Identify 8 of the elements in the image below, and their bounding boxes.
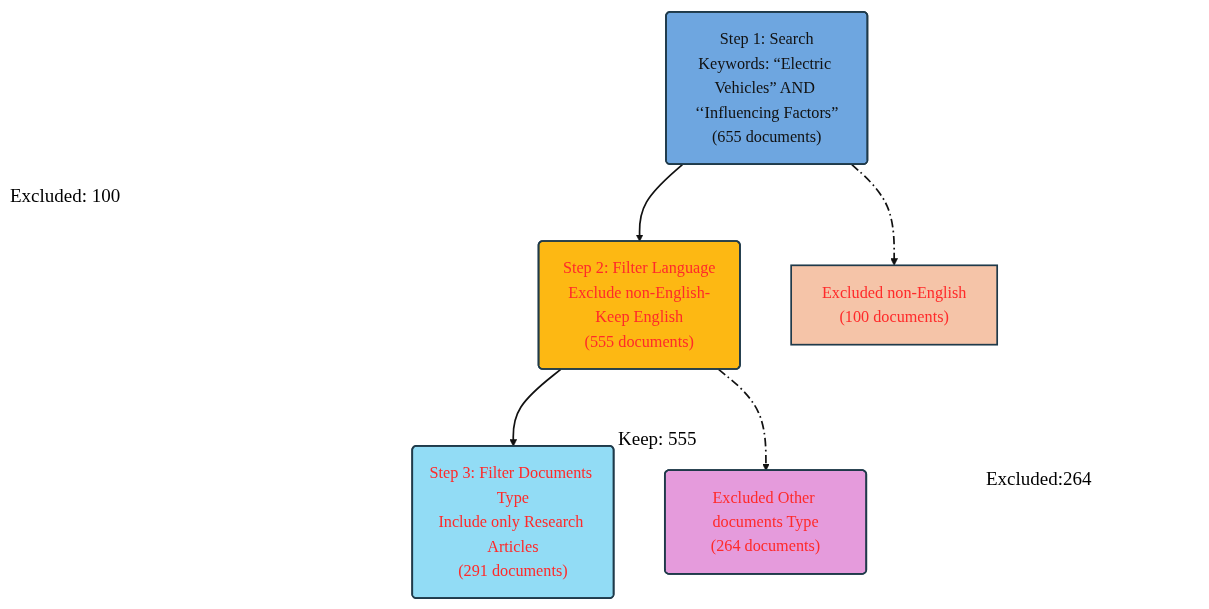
arrow (851, 163, 899, 266)
arrow (718, 368, 770, 471)
arrow (509, 368, 562, 447)
note-label: Excluded:264 (986, 468, 1092, 490)
arrow (636, 163, 684, 242)
note-label: Excluded: 100 (10, 185, 121, 207)
note-label: Keep: 555 (618, 428, 697, 450)
node-box: Excluded non-English (100 documents) (790, 264, 999, 346)
